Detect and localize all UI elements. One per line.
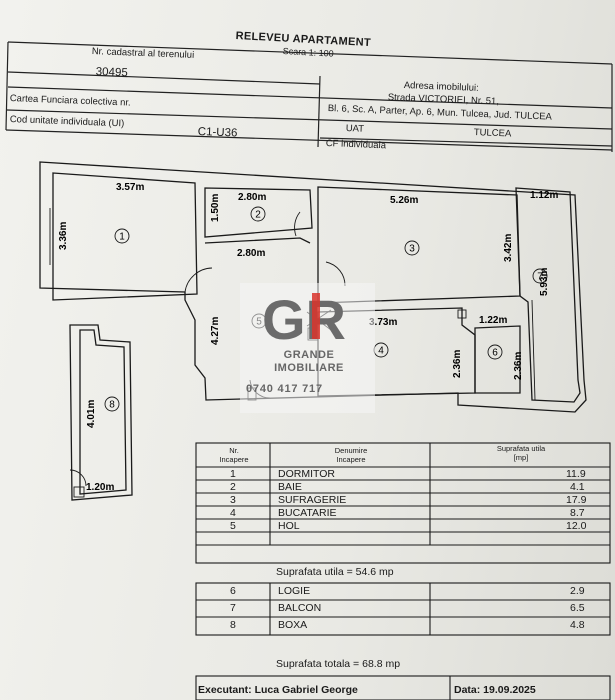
- row7-name: BALCON: [278, 602, 322, 614]
- svg-text:GR: GR: [262, 288, 346, 347]
- dim-room6-height: 2.36m: [513, 352, 524, 380]
- row8-name: BOXA: [278, 619, 308, 631]
- room-number-3: 3: [409, 244, 415, 255]
- agency-watermark: GR GRANDE IMOBILIARE 0740 417 717: [240, 283, 375, 413]
- row4-name: BUCATARIE: [278, 507, 337, 519]
- dim-room7-width: 1.12m: [530, 190, 558, 201]
- row4-area: 8.7: [570, 507, 585, 519]
- dim-room8-width: 1.20m: [86, 482, 114, 493]
- row7-nr: 7: [230, 602, 236, 614]
- subtotal-usable-area: Suprafata utila = 54.6 mp: [276, 566, 394, 578]
- dim-room4-height: 2.36m: [452, 350, 463, 378]
- row5-nr: 5: [230, 520, 236, 532]
- row1-name: DORMITOR: [278, 468, 335, 480]
- dim-room1-width: 3.57m: [116, 182, 144, 193]
- dim-hall-height: 4.27m: [210, 317, 221, 345]
- dim-room2-width: 2.80m: [238, 192, 266, 203]
- dim-room3-height: 3.42m: [503, 234, 514, 262]
- executant-name: Executant: Luca Gabriel George: [198, 684, 358, 696]
- row2-name: BAIE: [278, 481, 302, 493]
- dim-room4-width: 3.73m: [369, 317, 397, 328]
- dim-room2-height: 1.50m: [210, 194, 221, 222]
- dim-room7-height: 5.93m: [539, 268, 550, 296]
- row3-name: SUFRAGERIE: [278, 494, 347, 506]
- col-header-area: Suprafata utila[mp]: [496, 444, 546, 462]
- header-table: [5, 41, 613, 152]
- row8-nr: 8: [230, 619, 236, 631]
- agency-phone: 0740 417 717: [246, 383, 323, 395]
- row3-nr: 3: [230, 494, 236, 506]
- row1-area: 11.9: [566, 468, 586, 480]
- room-number-4: 4: [378, 346, 384, 357]
- room-number-8: 8: [109, 400, 115, 411]
- dim-room6-width: 1.22m: [479, 315, 507, 326]
- dim-hall-top: 2.80m: [237, 248, 265, 259]
- row7-area: 6.5: [570, 602, 585, 614]
- agency-name: GRANDE IMOBILIARE: [274, 349, 344, 374]
- room-number-7: 7: [537, 272, 543, 283]
- dim-room1-height: 3.36m: [58, 222, 69, 250]
- row8-area: 4.8: [570, 619, 585, 631]
- row5-area: 12.0: [566, 520, 587, 532]
- row4-nr: 4: [230, 507, 236, 519]
- room-number-1: 1: [119, 232, 125, 243]
- room-number-2: 2: [255, 210, 261, 221]
- row1-nr: 1: [230, 468, 236, 480]
- row5-name: HOL: [278, 520, 300, 532]
- col-header-nr: Nr.Incapere: [219, 446, 249, 464]
- row2-nr: 2: [230, 481, 236, 493]
- row6-name: LOGIE: [278, 585, 311, 597]
- dim-room8-height: 4.01m: [86, 400, 97, 428]
- row6-area: 2.9: [570, 585, 585, 597]
- row3-area: 17.9: [566, 494, 587, 506]
- row6-nr: 6: [230, 585, 236, 597]
- room-number-6: 6: [492, 348, 498, 359]
- total-area: Suprafata totala = 68.8 mp: [276, 658, 401, 670]
- document-date: Data: 19.09.2025: [454, 684, 536, 696]
- row2-area: 4.1: [570, 481, 585, 493]
- agency-logo: GR: [262, 288, 346, 347]
- dim-room3-width: 5.26m: [390, 195, 418, 206]
